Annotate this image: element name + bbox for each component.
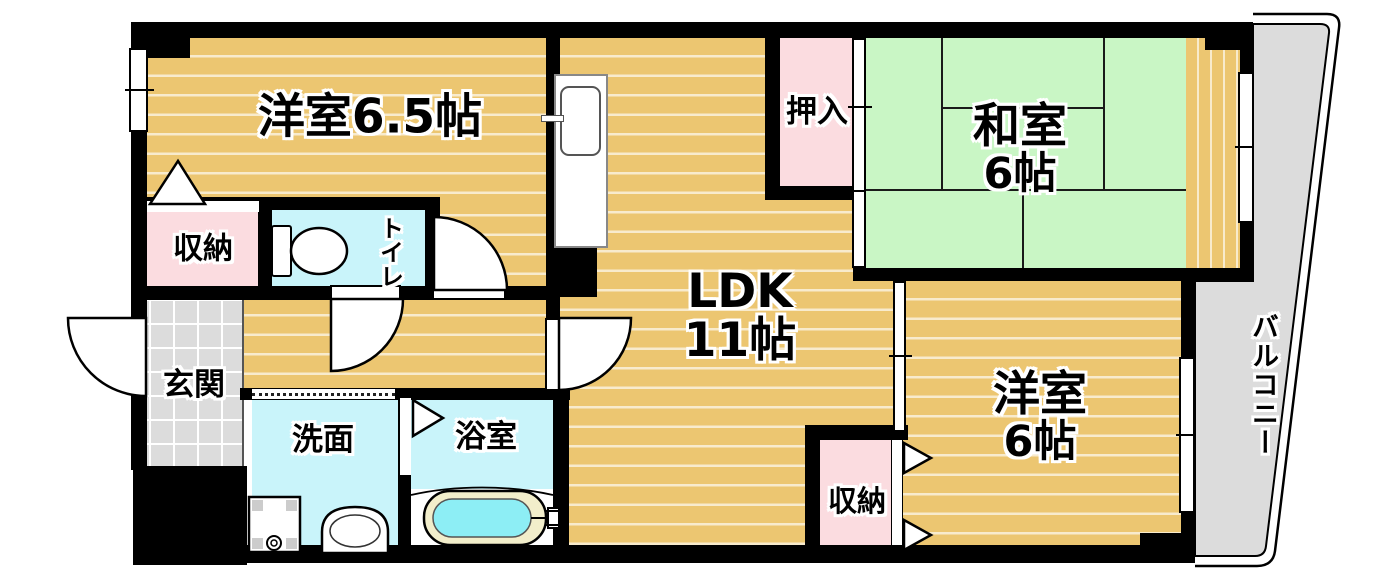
wall-bottom	[133, 545, 1195, 563]
room-label-western-6-5: 洋室6.5帖	[257, 89, 483, 145]
room-label-storage-lower: 収納	[827, 483, 887, 518]
oshiire-closet-floor	[779, 38, 866, 186]
room-label-bathroom: 浴室	[455, 418, 517, 455]
window-balcony-lower	[1176, 357, 1200, 513]
hallway-floor	[242, 297, 546, 388]
room-label-balcony: バルコニー	[1247, 312, 1279, 458]
wall-toilet-right	[425, 197, 440, 297]
room-western-6-5-alcove-floor	[440, 197, 546, 297]
sliding-door-ldk-western6[interactable]	[889, 281, 912, 430]
room-label-western-6: 洋室 6帖	[993, 367, 1087, 468]
entrance-floor	[147, 297, 244, 470]
sliding-door-oshiire-washitsu[interactable]	[848, 38, 872, 268]
room-label-entrance: 玄関	[163, 366, 225, 403]
wall-top	[138, 22, 1252, 38]
wall-oshiire-left	[765, 22, 780, 200]
room-japanese-floor	[866, 38, 1186, 268]
folding-door-band-storage-upper[interactable]	[147, 199, 259, 212]
folding-door-band-bathroom[interactable]	[400, 398, 411, 475]
bathtub-platform	[411, 489, 553, 545]
wall-kitchen-stub	[548, 247, 597, 297]
wall-japanese-room-bottom	[853, 268, 1252, 281]
washroom-opening-dashed	[252, 389, 395, 399]
wall-storage-lower-left	[805, 425, 820, 563]
window-left-bedroom	[125, 48, 154, 132]
tatami-line	[1103, 38, 1105, 190]
room-label-oshiire: 押入	[786, 93, 848, 130]
tatami-line	[866, 189, 1186, 191]
room-label-storage-upper: 収納	[173, 231, 233, 267]
folding-door-band-storage-lower[interactable]	[891, 440, 903, 545]
tatami-line	[941, 38, 943, 190]
room-label-ldk: LDK 11帖	[683, 264, 797, 368]
wall-oshiire-bottom	[765, 186, 866, 200]
tatami-line	[1022, 189, 1024, 268]
western-6-size: 6帖	[1003, 417, 1077, 468]
japanese-room-size: 6帖	[983, 149, 1057, 200]
room-label-toilet: トイレ	[375, 216, 404, 288]
wall-bottom-right-block	[1140, 533, 1195, 563]
storage-lower-floor	[820, 440, 893, 545]
wall-bath-right	[553, 388, 569, 563]
wall-top-left-block	[143, 22, 190, 58]
wall-top-right-block	[1205, 22, 1253, 50]
engawa-strip-floor	[1186, 38, 1240, 268]
door-leaf-ldk[interactable]	[545, 318, 560, 391]
western-6-name: 洋室	[993, 367, 1087, 423]
wall-storage-lower-top	[805, 425, 908, 440]
door-leaf-western-6-5[interactable]	[432, 285, 506, 300]
storage-upper-floor	[147, 210, 258, 287]
room-label-washroom: 洗面	[292, 421, 354, 458]
room-western-6-5-floor	[147, 38, 546, 197]
japanese-room-name: 和室	[973, 99, 1067, 155]
tatami-line	[941, 107, 1105, 109]
kitchen-sink-icon	[560, 86, 601, 156]
ldk-size: 11帖	[683, 313, 797, 368]
wall-storage-toilet-divider	[258, 205, 272, 297]
door-leaf-entrance[interactable]	[130, 318, 147, 392]
window-balcony-upper	[1235, 72, 1259, 223]
kitchen-faucet-icon	[541, 115, 564, 122]
room-western-6-floor	[895, 281, 1181, 545]
room-label-japanese: 和室 6帖	[973, 99, 1067, 200]
ldk-name: LDK	[687, 264, 793, 320]
